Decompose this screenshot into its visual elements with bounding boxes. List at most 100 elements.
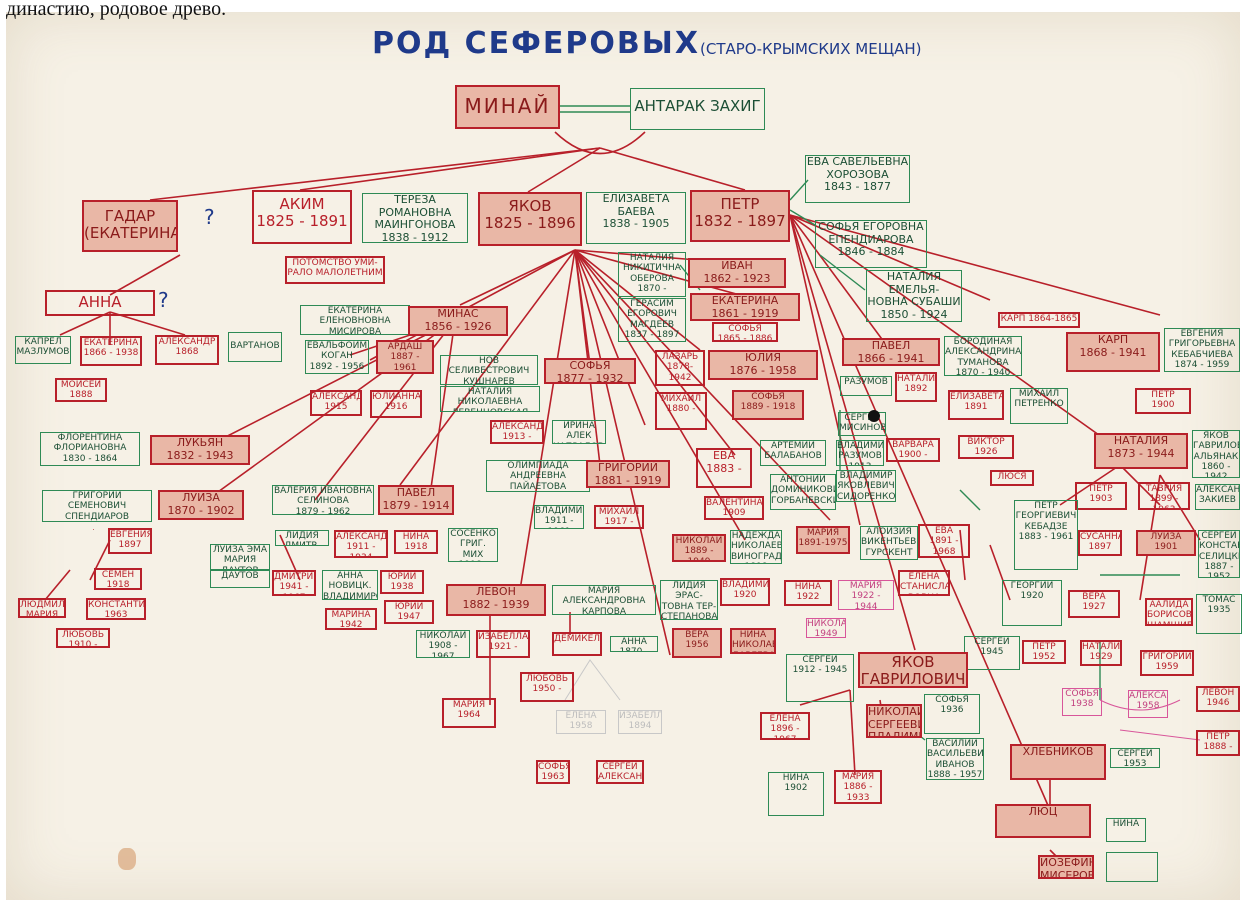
- person-box: ГРИГОРИЙ 1881 - 1919: [586, 460, 670, 488]
- person-box: СОФЬЯ 1877 - 1932: [544, 358, 636, 384]
- person-box: КАРП 1868 - 1941: [1066, 332, 1160, 372]
- spouse-box: ЕВГЕНИЯ ГРИГОРЬЕВНА КЕБАБЧИЕВА 1874 - 19…: [1164, 328, 1240, 372]
- spouse-box: МАРИЯ АЛЕКСАНДРОВНА КАРПОВА 1889: [552, 585, 656, 615]
- person-box: ЛЮБОВЬ 1950 -: [520, 672, 574, 702]
- person-box: ДЕМИКЕЛИ: [552, 632, 602, 656]
- person-box: ЛЮБОВЬ 1910 - 1941: [56, 628, 110, 648]
- person-box: МИНАС 1856 - 1926: [408, 306, 508, 336]
- spouse-box: РАЗУМОВ: [840, 376, 892, 396]
- person-box: СЕМЕН 1895 - 1919: [92, 528, 94, 530]
- person-box: ЛАЗАРЬ 1878-1942: [655, 350, 705, 386]
- person-box: ИЗАБЕЛЛА 1894: [618, 710, 662, 734]
- tree-subtitle: (СТАРО-КРЫМСКИХ МЕЩАН): [700, 40, 922, 58]
- paper-stain: [118, 848, 136, 870]
- person-box: ИВАН 1862 - 1923: [688, 258, 786, 288]
- person-box: ВИКТОР 1926: [958, 435, 1014, 459]
- person-box: АННА: [45, 290, 155, 316]
- spouse-box: НАТАЛИЯ ЕМЕЛЬЯ- НОВНА СУБАШИ 1850 - 1924: [866, 270, 962, 322]
- person-box: ЕКАТЕРИНА 1861 - 1919: [690, 293, 800, 321]
- person-box: ЛЕВОН 1882 - 1939: [446, 584, 546, 616]
- spouse-box: ВАЛЕРИЯ ИВАНОВНА СЕЛИНОВА 1879 - 1962: [272, 485, 374, 515]
- person-box: ПАВЕЛ 1879 - 1914: [378, 485, 454, 515]
- person-box: СОФЬЯ 1865 - 1886: [712, 322, 778, 342]
- person-box: НИНА 1922: [784, 580, 832, 606]
- person-box: АЛЕКСАНДР 1868: [155, 335, 219, 365]
- spouse-box: СЕРГЕЙ 1953: [1110, 748, 1160, 768]
- spouse-box: ЛИДИЯ ЭРАС- ТОВНА ТЕР- СТЕПАНОВА 1923: [660, 580, 718, 620]
- person-box: ПЕТР 1832 - 1897: [690, 190, 790, 242]
- person-box: ГРИГОРИЙ 1959: [1140, 650, 1194, 676]
- spouse-box: ДАУТОВ: [210, 570, 270, 588]
- question-mark: ?: [158, 288, 169, 312]
- person-box: ЯКОВ 1825 - 1896: [478, 192, 582, 246]
- person-box: СОФЬЯ 1938: [1062, 688, 1102, 716]
- person-box: ЕВГЕНИЯ 1897: [108, 528, 152, 554]
- person-box: СОФЬЯ 1889 - 1918: [732, 390, 804, 420]
- person-box: ПЕТР 1952: [1022, 640, 1066, 664]
- person-box: НАТАЛИЯ 1873 - 1944: [1094, 433, 1188, 469]
- spouse-box: СОФЬЯ 1936: [924, 694, 980, 734]
- spouse-box: ЛУИЗА ЭМА МАРИЯ ДАУТОВ 1880 - 1952: [210, 544, 270, 570]
- spouse-box: АНТАРАК ЗАХИГ: [630, 88, 765, 130]
- spouse-box: ВЛАДИМИР РАЗУМОВ 1913: [836, 440, 884, 466]
- spouse-box: НИНА: [1106, 818, 1146, 842]
- spouse-box: ЯКОВ ГАВРИЛОВИЧ АЛЬЯНАК 1860 - 1942: [1192, 430, 1240, 478]
- spouse-box: СОСЕНКО ГРИГ. МИХ 1906 - 1941: [448, 528, 498, 562]
- question-mark: ?: [204, 205, 215, 229]
- person-box: ХЛЕБНИКОВ: [1010, 744, 1106, 780]
- person-box: ЛУИЗА 1901: [1136, 530, 1196, 556]
- person-box: ЕЛЕНА 1896 - 1967: [760, 712, 810, 740]
- spouse-box: НИНА 1902: [768, 772, 824, 816]
- spouse-box: ГЕРАСИМ ЕГОРОВИЧ МАГДЕЕВ 1837 - 1897: [618, 298, 686, 342]
- person-box: НАТАЛИЯ 1929: [1080, 640, 1122, 666]
- spouse-box: ГЕОРГИЙ 1920: [1002, 580, 1062, 626]
- spouse-box: ЕЛИЗАВЕТА БАЕВА 1838 - 1905: [586, 192, 686, 244]
- spouse-box: ИРИНА АЛЕК КАПРАЛОВА 1916: [552, 420, 606, 444]
- person-box: АКИМ 1825 - 1891: [252, 190, 352, 244]
- person-box: ТАВРИЯ 1899 - 1963: [1138, 482, 1190, 510]
- spouse-box: ВЛАДИМИР 1911 - 1961: [534, 505, 584, 529]
- person-box: НАТАЛИЯ 1892: [895, 372, 937, 402]
- person-box: АЛЕКСАНДР 1911 - 1934: [334, 530, 388, 558]
- person-box: ЛУИЗА 1870 - 1902: [158, 490, 244, 520]
- spouse-box: ФЛОРЕНТИНА ФЛОРИАНОВНА 1830 - 1864: [40, 432, 140, 466]
- person-box: ЕВА 1891 - 1968: [918, 524, 970, 558]
- note-box: ПОТОМСТВО УМИ- РАЛО МАЛОЛЕТНИМ: [285, 256, 385, 284]
- spouse-box: ВАСИЛИЙ ВАСИЛЬЕВИЧ ИВАНОВ 1888 - 1957: [926, 738, 984, 780]
- person-box: ЕЛИЗАВЕТА 1891: [948, 390, 1004, 420]
- spouse-box: АРТЕМИЙ БАЛАБАНОВ: [760, 440, 826, 466]
- person-box: ВЕРА 1956: [672, 628, 722, 658]
- person-box: ГАДАР (ЕКАТЕРИНА): [82, 200, 178, 252]
- person-box: МИХАИЛ 1917 - 1973: [594, 505, 644, 529]
- person-box: ЛЮЦ: [995, 804, 1091, 838]
- spouse-box: БОРОДИНАЯ АЛЕКСАНДРИНА ТУМАНОВА 1870 - 1…: [944, 336, 1022, 376]
- person-box: НИНА 1918: [394, 530, 438, 554]
- person-box: СЕРГЕЙ АЛЕКСАНДРОВИЧ МАЛИНОВСКИЙ 1892 - …: [596, 760, 644, 784]
- person-box: ВАРВАРА 1900 - 1980: [886, 438, 940, 462]
- spouse-box: КАПРЕЛ МАЗЛУМОВ: [15, 336, 71, 364]
- person-box: СЕМЕН 1918: [94, 568, 142, 590]
- person-box: ЮРИЙ 1947: [384, 600, 434, 624]
- person-box: ЕВА 1883 -: [696, 448, 752, 488]
- person-box: МИНАЙ: [455, 85, 560, 129]
- spouse-box: АННА 1870 - 1958: [610, 636, 658, 652]
- spouse-box: ЛИДИЯ ДМИТР.: [275, 530, 329, 546]
- spouse-box: АНТОНИЙ ДОМИНИКОВИЧ ГОРБАНЕВСКИЙ: [770, 474, 836, 510]
- person-box: АЛЕКСАНДР 1913 - 1967: [490, 420, 544, 444]
- spouse-box: ВЛАДИМИР ЯКОВЛЕВИЧ СИДОРЕНКО: [836, 470, 896, 502]
- person-box: МАРИЯ 1886 - 1933: [834, 770, 882, 804]
- spouse-box: НАТАЛИЯ НИКОЛАЕВНА ЛЕВЕНЦОВСКАЯ 1875 - 1…: [440, 386, 540, 412]
- person-box: ААЛИДА БОРИСОВНА ШАМШИЕВА 1926: [1145, 598, 1193, 626]
- spouse-box: НОВ СЕЛИВЕСТРОВИЧ КУШНАРЕВ 1860 - 1908: [440, 355, 538, 385]
- spouse-box: СЕРГЕЙ 1945: [964, 636, 1020, 670]
- person-box: ЮЛИАННА 1916: [370, 390, 422, 418]
- person-box: МАРИЯ 1891-1975: [796, 526, 850, 554]
- person-box: ЛЕВОН 1946: [1196, 686, 1240, 712]
- person-box: МАРИЯ 1922 - 1944: [838, 580, 894, 610]
- person-box: АЛЕКСАНДР 1958: [1128, 690, 1168, 718]
- spouse-box: ЕВА САВЕЛЬЕВНА ХОРОЗОВА 1843 - 1877: [805, 155, 910, 203]
- spouse-box: ТЕРЕЗА РОМАНОВНА МАИНГОНОВА 1838 - 1912: [362, 193, 468, 243]
- spouse-box: СЕРГЕЙ 1912 - 1945: [786, 654, 854, 702]
- person-box: КАРП 1864-1865: [998, 312, 1080, 328]
- person-box: МАРИЯ 1964: [442, 698, 496, 728]
